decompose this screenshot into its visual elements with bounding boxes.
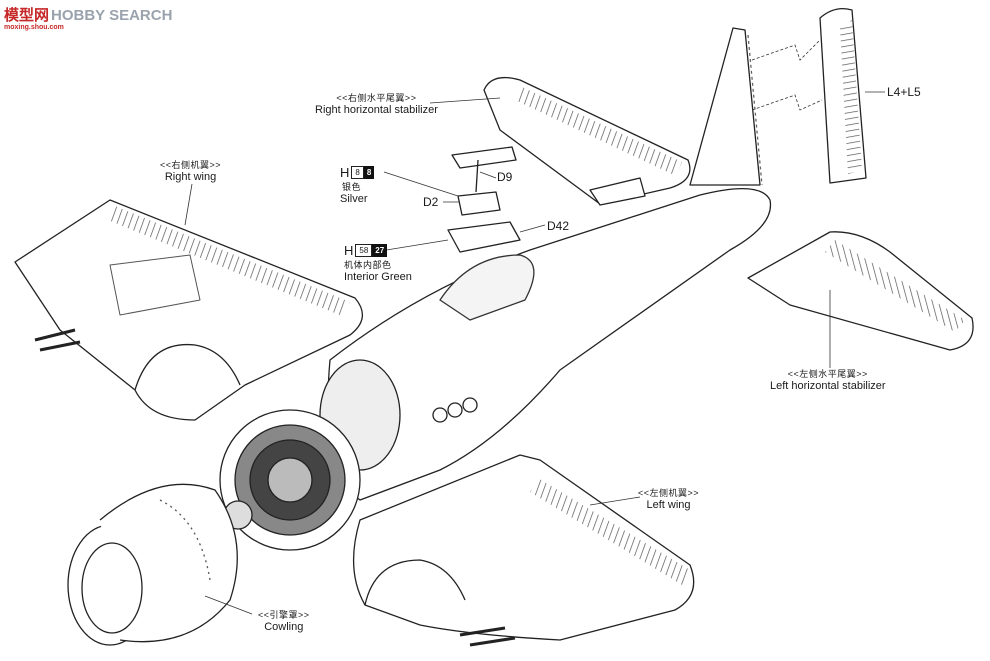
label-en: Left horizontal stabilizer bbox=[770, 380, 886, 392]
label-right-wing: <<右侧机翼>> Right wing bbox=[160, 158, 221, 183]
left-wing-part bbox=[352, 454, 695, 641]
label-right-horizontal-stabilizer: <<右侧水平尾翼>> Right horizontal stabilizer bbox=[315, 91, 438, 116]
label-cn: <<引擎罩>> bbox=[258, 610, 310, 620]
watermark-text: HOBBY SEARCH bbox=[51, 7, 173, 24]
part-d42: D42 bbox=[547, 219, 570, 233]
leader-left-wing bbox=[589, 496, 641, 506]
fuselage bbox=[327, 187, 772, 501]
rudder-ribs bbox=[840, 20, 862, 174]
leader-right-stab bbox=[429, 97, 501, 104]
label-en: Right wing bbox=[164, 171, 217, 183]
color-name-en: Interior Green bbox=[344, 271, 412, 283]
vertical-fin bbox=[689, 27, 761, 186]
label-cn: <<左侧机翼>> bbox=[638, 488, 700, 498]
label-left-wing: <<左侧机翼>> Left wing bbox=[638, 486, 699, 511]
seat-assembly bbox=[447, 146, 521, 253]
radial-engine bbox=[219, 409, 361, 551]
color-code-box-dark: 27 bbox=[372, 244, 388, 257]
watermark-url: moxing.shou.com bbox=[4, 24, 64, 31]
color-prefix: H bbox=[340, 165, 350, 180]
part-l4-l5: L4+L5 bbox=[887, 85, 921, 99]
color-code-row: H 58 27 bbox=[344, 243, 412, 258]
leader-d42 bbox=[519, 224, 546, 233]
fin-hinge-line bbox=[747, 34, 763, 186]
label-cn: <<左侧水平尾翼>> bbox=[787, 369, 868, 379]
color-callout-interior-green: H 58 27 机体内部色 Interior Green bbox=[344, 243, 412, 283]
label-left-horizontal-stabilizer: <<左侧水平尾翼>> Left horizontal stabilizer bbox=[770, 367, 886, 392]
label-en: Right horizontal stabilizer bbox=[315, 104, 438, 116]
right-stabilizer-ribs bbox=[515, 86, 682, 176]
color-prefix: H bbox=[344, 243, 354, 258]
leader-silver bbox=[383, 171, 459, 197]
color-name-cn: 机体内部色 bbox=[344, 260, 392, 270]
right-wing-ribs bbox=[108, 206, 350, 316]
label-cn: <<右侧水平尾翼>> bbox=[336, 93, 417, 103]
left-stabilizer-part bbox=[747, 231, 974, 351]
label-en: Left wing bbox=[646, 499, 691, 511]
left-stabilizer-ribs bbox=[825, 240, 965, 332]
cowling-part bbox=[67, 483, 238, 646]
color-code-box-dark: 8 bbox=[363, 166, 375, 179]
left-wing-ribs bbox=[530, 478, 690, 585]
label-cn: <<右侧机翼>> bbox=[160, 160, 222, 170]
label-cowling: <<引擎罩>> Cowling bbox=[258, 608, 310, 633]
color-code-row: H 8 8 bbox=[340, 165, 375, 180]
color-code-box: 8 bbox=[351, 166, 364, 179]
part-d9: D9 bbox=[497, 170, 513, 184]
right-wing-part bbox=[14, 199, 363, 421]
label-en: Cowling bbox=[264, 621, 304, 633]
leader-right-wing bbox=[184, 183, 193, 226]
part-d2: D2 bbox=[423, 195, 439, 209]
leader-cowling bbox=[204, 595, 253, 615]
leader-d9 bbox=[479, 171, 497, 179]
color-name-en: Silver bbox=[340, 193, 368, 205]
color-code-box: 58 bbox=[355, 244, 373, 257]
watermark: 模型网 HOBBY SEARCH bbox=[4, 4, 172, 25]
right-stabilizer-part bbox=[483, 76, 691, 205]
watermark-logo: 模型网 bbox=[4, 7, 50, 24]
color-name-cn: 银色 bbox=[342, 182, 362, 192]
color-callout-silver: H 8 8 银色 Silver bbox=[340, 165, 375, 205]
